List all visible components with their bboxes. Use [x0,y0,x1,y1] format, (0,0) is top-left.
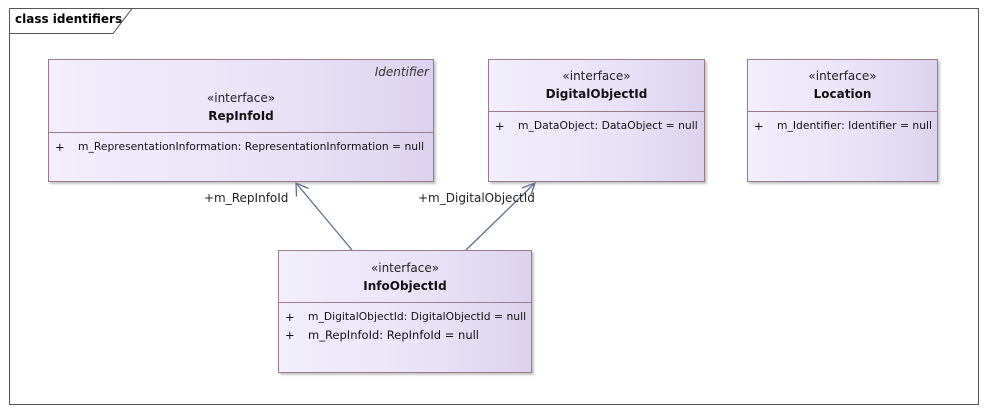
class-infoobjectid-divider [279,302,531,303]
role-label-repinfoid: +m_RepInfoId [204,191,289,205]
arrowhead-digitalobjectid [521,181,537,197]
class-repinfoid-stereotype: «interface» [206,91,276,105]
class-digitalobjectid-stereotype: «interface» [562,69,631,83]
attribute-text: m_RepresentationInformation: Representat… [78,140,425,153]
visibility-marker: + [55,140,65,154]
class-location-stereotype: «interface» [808,69,877,83]
class-repinfoid-name: RepInfoId [208,109,274,123]
association-line-repinfoid[interactable] [295,182,353,251]
class-repinfoid[interactable]: Identifier «interface» RepInfoId + m_Rep… [48,59,434,182]
attribute-text: m_DigitalObjectId: DigitalObjectId = nul… [308,310,527,323]
class-repinfoid-tag: Identifier [374,65,429,79]
frame-tab [9,8,133,34]
visibility-marker: + [285,310,295,324]
class-location[interactable]: «interface» Location + m_Identifier: Ide… [747,59,938,182]
class-location-name: Location [813,87,872,101]
arrowhead-repinfoid [295,181,309,197]
attribute-text: m_Identifier: Identifier = null [777,119,932,132]
association-line-digitalobjectid[interactable] [465,182,536,251]
attribute-text: m_DataObject: DataObject = null [518,119,698,132]
class-repinfoid-divider [49,132,433,133]
diagram-frame [9,8,979,405]
class-infoobjectid-stereotype: «interface» [370,261,440,275]
attribute-text: m_RepInfoId: RepInfoId = null [308,328,480,342]
class-location-divider [748,111,937,112]
frame-title: class identifiers [15,12,123,26]
class-digitalobjectid-name: DigitalObjectId [545,87,648,101]
class-digitalobjectid-divider [489,111,704,112]
visibility-marker: + [754,119,764,133]
role-label-digitalobjectid: +m_DigitalObjectId [418,191,535,205]
visibility-marker: + [495,119,505,133]
class-infoobjectid-name: InfoObjectId [363,279,447,293]
visibility-marker: + [285,328,295,342]
class-digitalobjectid[interactable]: «interface» DigitalObjectId + m_DataObje… [488,59,705,182]
class-infoobjectid[interactable]: «interface» InfoObjectId + m_DigitalObje… [278,250,532,373]
